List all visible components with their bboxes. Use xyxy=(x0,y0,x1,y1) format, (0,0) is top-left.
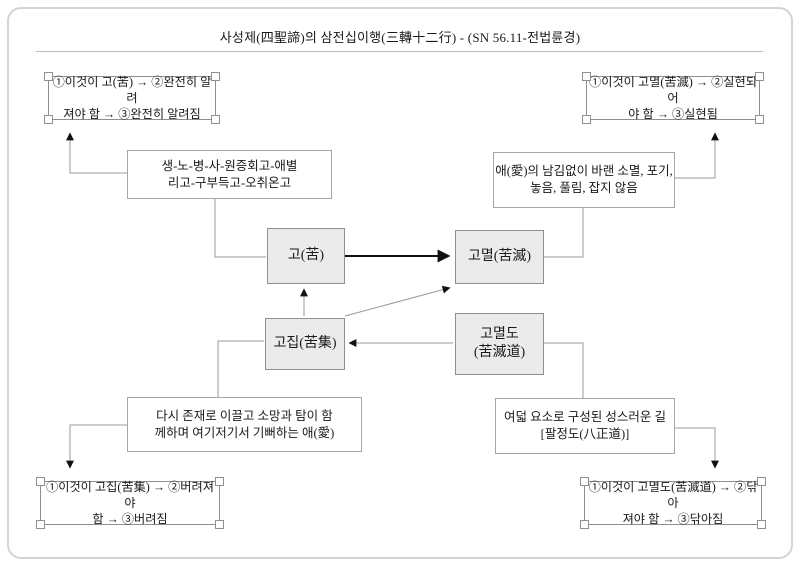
corner-ornament xyxy=(44,115,53,124)
rounds-box-suffering: ①이것이 고(苦) → ②완전히 알려 져야 함 → ③완전히 알려짐 xyxy=(44,72,220,124)
desc-path-line1: 여덟 요소로 구성된 성스러운 길 xyxy=(503,410,666,424)
corner-ornament xyxy=(215,477,224,486)
diagram-title: 사성제(四聖諦)의 삼전십이행(三轉十二行) - (SN 56.11-전법륜경) xyxy=(219,30,581,45)
node-origin-label: 고집(苦集) xyxy=(273,336,337,351)
rounds-suffering-line2: 져야 함 → ③완전히 알려짐 xyxy=(63,107,201,121)
corner-ornament xyxy=(580,477,589,486)
corner-ornament xyxy=(215,520,224,529)
node-origin: 고집(苦集) xyxy=(265,318,345,370)
desc-origin-line2: 께하며 여기저기서 기뻐하는 애(愛) xyxy=(154,425,335,440)
desc-origin-line1: 다시 존재로 이끌고 소망과 탐이 함 xyxy=(156,408,333,423)
rounds-origin-line2: 함 → ③버려짐 xyxy=(92,512,168,526)
corner-ornament xyxy=(757,520,766,529)
corner-ornament xyxy=(36,520,45,529)
rounds-origin-line1: ①이것이 고집(苦集) → ②버려져야 xyxy=(46,480,214,510)
corner-ornament xyxy=(582,72,591,81)
node-path-line2: (苦滅道) xyxy=(473,345,526,360)
node-path-line1: 고멸도 xyxy=(480,327,519,342)
desc-cessation-line1: 애(愛)의 남김없이 바랜 소멸, 포기, xyxy=(495,164,673,178)
rounds-path-line2: 져야 함 → ③닦아짐 xyxy=(622,512,724,526)
desc-path-line2: [팔정도(八正道)] xyxy=(540,427,630,441)
rounds-box-cessation: ①이것이 고멸(苦滅) → ②실현되어 야 함 → ③실현됨 xyxy=(582,72,764,124)
desc-box-origin: 다시 존재로 이끌고 소망과 탐이 함 께하며 여기저기서 기뻐하는 애(愛) xyxy=(127,397,362,452)
desc-suffering-line1: 생-노-병-사-원증회고-애별 xyxy=(161,158,298,173)
corner-ornament xyxy=(755,72,764,81)
desc-box-cessation: 애(愛)의 남김없이 바랜 소멸, 포기, 놓음, 풀림, 잡지 않음 xyxy=(493,152,675,208)
rounds-box-path: ①이것이 고멸도(苦滅道) → ②닦아 져야 함 → ③닦아짐 xyxy=(580,477,766,529)
corner-ornament xyxy=(757,477,766,486)
corner-ornament xyxy=(211,115,220,124)
corner-ornament xyxy=(44,72,53,81)
corner-ornament xyxy=(582,115,591,124)
node-cessation-label: 고멸(苦滅) xyxy=(467,249,532,264)
corner-ornament xyxy=(211,72,220,81)
desc-box-path: 여덟 요소로 구성된 성스러운 길 [팔정도(八正道)] xyxy=(495,398,675,454)
rounds-box-origin: ①이것이 고집(苦集) → ②버려져야 함 → ③버려짐 xyxy=(36,477,224,529)
corner-ornament xyxy=(580,520,589,529)
corner-ornament xyxy=(755,115,764,124)
rounds-cessation-line1: ①이것이 고멸(苦滅) → ②실현되어 xyxy=(589,75,757,105)
node-cessation: 고멸(苦滅) xyxy=(455,230,544,284)
desc-cessation-line2: 놓음, 풀림, 잡지 않음 xyxy=(530,181,638,195)
desc-suffering-line2: 리고-구부득고-오취온고 xyxy=(167,175,292,190)
rounds-path-line1: ①이것이 고멸도(苦滅道) → ②닦아 xyxy=(588,480,758,510)
title-divider xyxy=(36,51,763,52)
node-suffering-label: 고(苦) xyxy=(287,248,325,263)
node-suffering: 고(苦) xyxy=(267,228,345,284)
corner-ornament xyxy=(36,477,45,486)
node-path: 고멸도 (苦滅道) xyxy=(455,313,544,375)
desc-box-suffering: 생-노-병-사-원증회고-애별 리고-구부득고-오취온고 xyxy=(127,150,332,199)
rounds-suffering-line1: ①이것이 고(苦) → ②완전히 알려 xyxy=(52,75,212,105)
rounds-cessation-line2: 야 함 → ③실현됨 xyxy=(628,107,718,121)
outer-frame xyxy=(7,7,793,559)
